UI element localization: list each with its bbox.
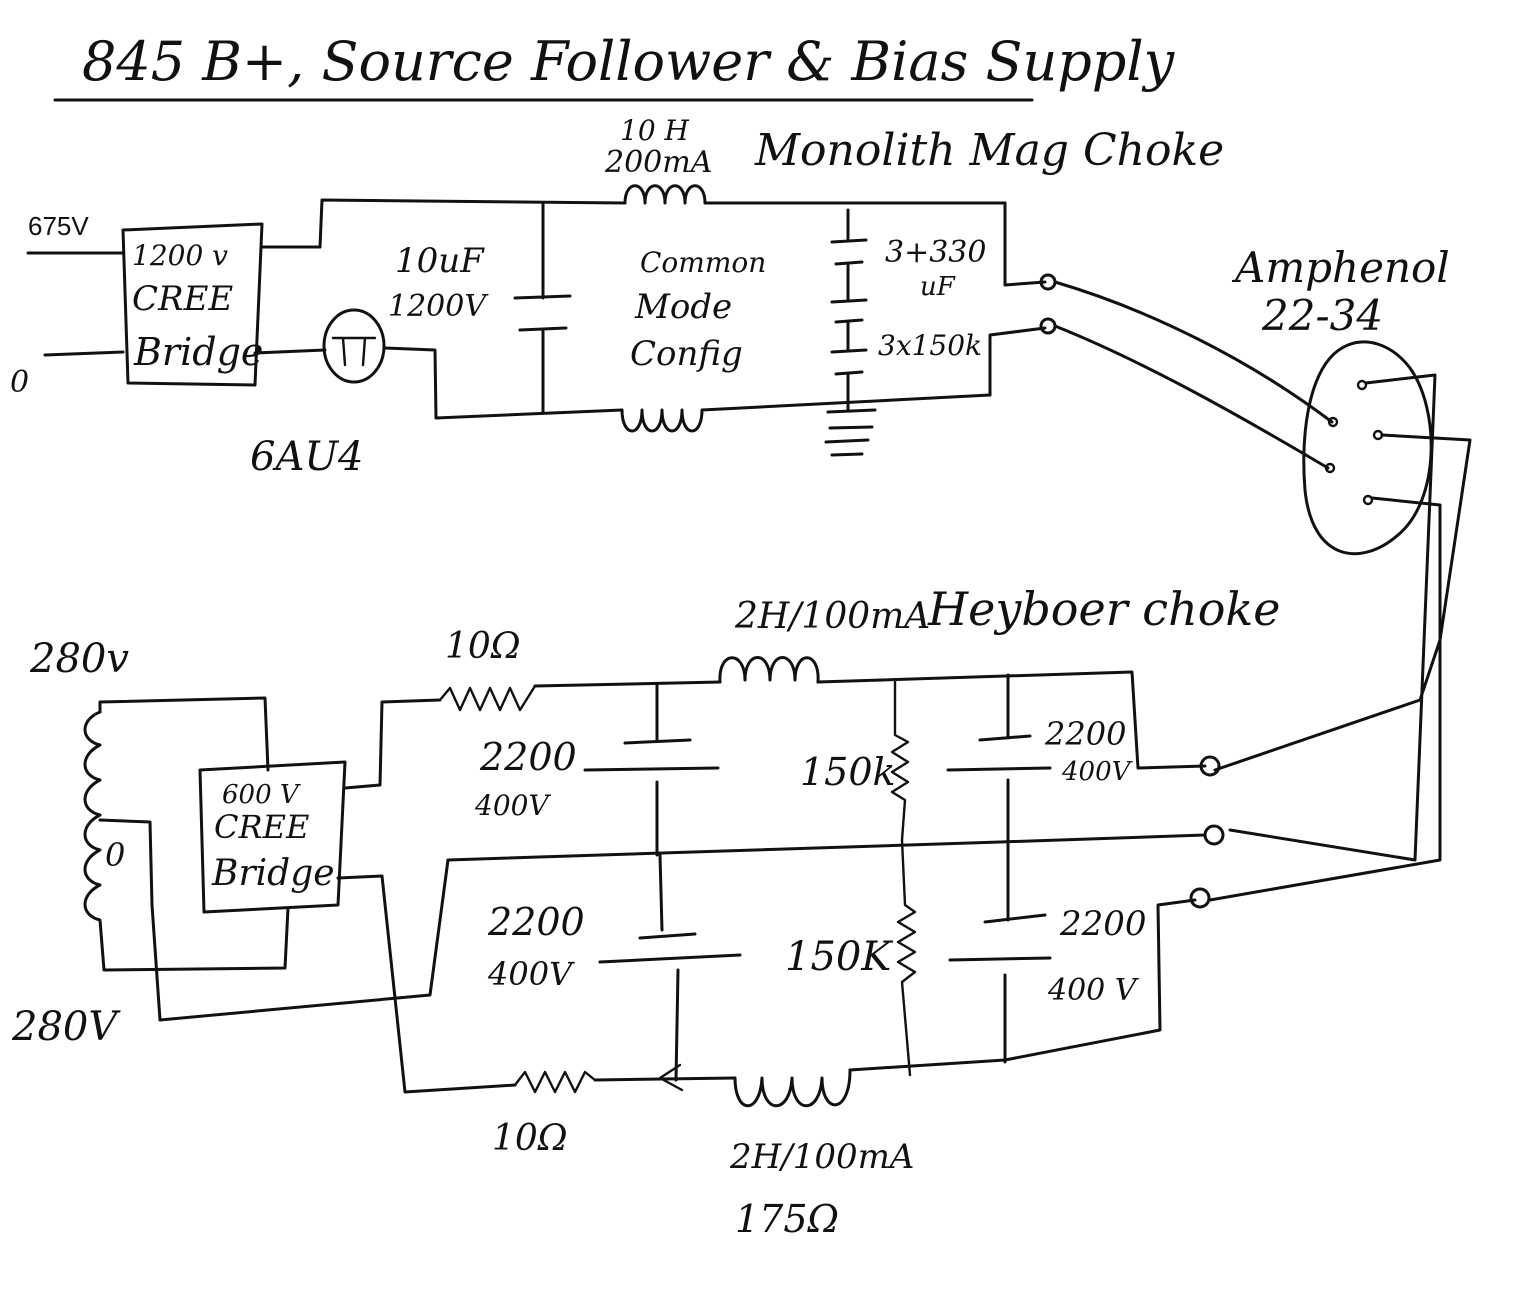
- hv-choke-bottom-winding: [620, 393, 992, 433]
- bias-bridge-brand: CREE: [214, 808, 309, 846]
- hv-filter-capacitor: [513, 201, 572, 414]
- hv-cable-to-connector: [1053, 280, 1334, 470]
- bias-choke-top-description: Heyboer choke: [927, 582, 1280, 636]
- bias-tx-center-label: 0: [105, 836, 125, 874]
- connector-bias-wires: [1208, 373, 1472, 902]
- bias-output-terminal-top: [1199, 755, 1221, 777]
- bias-cap-bl-value: 2200: [487, 900, 585, 944]
- hv-capacitor-bank: [824, 208, 877, 457]
- bias-r-top-label: 10Ω: [445, 626, 521, 667]
- bias-resistor-bottom: [513, 1063, 684, 1094]
- hv-choke-inductance: 10 H: [620, 114, 690, 147]
- amphenol-connector: [1302, 340, 1433, 556]
- tube-6au4: [322, 308, 386, 384]
- hv-choke-config-line2: Mode: [634, 287, 732, 327]
- bias-choke-bottom-rating: 2H/100mA: [729, 1137, 914, 1177]
- bias-choke-bottom-dcr: 175Ω: [735, 1197, 839, 1241]
- bias-resistor-150k-top: [890, 678, 910, 842]
- hv-output-plus-wire: [1003, 201, 1047, 287]
- bias-transformer-secondary: [83, 696, 450, 1022]
- hv-bleeder-resistors: 3x150k: [878, 329, 982, 362]
- hv-choke-config-line1: Common: [640, 246, 766, 279]
- bias-center-rail: [446, 833, 1207, 862]
- hv-bridge-brand: CREE: [132, 279, 233, 319]
- bias-cap-tr-value: 2200: [1044, 715, 1126, 753]
- bias-cap-bl-voltage: 400V: [487, 955, 575, 993]
- tube-label: 6AU4: [250, 434, 364, 480]
- bias-bridge-rating: 600 V: [222, 780, 301, 810]
- hv-input-zero-wire: [43, 350, 125, 357]
- hv-minus-wire: [253, 346, 624, 420]
- bias-choke-bottom: [733, 1068, 852, 1108]
- bias-output-terminal-center: [1203, 824, 1225, 846]
- bias-res-bottom-label: 150K: [785, 934, 893, 980]
- hv-capbank-value: 3+330: [885, 235, 986, 270]
- hv-input-hot-label: 675V: [28, 211, 89, 241]
- bias-cap-tl-value: 2200: [479, 735, 577, 779]
- bias-choke-top: [718, 656, 820, 684]
- hv-output-terminal-minus: [1039, 317, 1057, 335]
- bias-cap-tr-voltage: 400V: [1061, 757, 1133, 787]
- diagram-title: 845 B+, Source Follower & Bias Supply: [82, 30, 1176, 93]
- bias-bridge-label: Bridge: [211, 853, 335, 894]
- bias-top-rail: [343, 670, 1207, 790]
- bias-capacitor-top-left: [583, 682, 720, 857]
- hv-plus-wire: [260, 198, 627, 249]
- hv-cap-voltage: 1200V: [388, 289, 489, 324]
- hv-choke-config-line3: Config: [630, 334, 743, 374]
- hv-bridge-label: Bridge: [133, 330, 263, 374]
- hv-cap-value: 10uF: [395, 241, 485, 281]
- bias-capacitor-bottom-right: [948, 840, 1052, 1064]
- hv-input-zero-label: 0: [10, 365, 29, 400]
- bias-bridge-rectifier: 600 V CREE Bridge: [198, 760, 347, 914]
- hv-output-minus-wire: [988, 326, 1047, 397]
- bias-tx-top-label: 280v: [29, 636, 129, 682]
- bias-choke-top-rating: 2H/100mA: [734, 596, 930, 637]
- bias-r-bottom-label: 10Ω: [492, 1118, 568, 1159]
- bias-resistor-top: [438, 684, 537, 712]
- hv-capbank-unit: uF: [920, 272, 956, 302]
- hv-choke-description: Monolith Mag Choke: [754, 125, 1224, 176]
- hv-choke-top-winding: [623, 184, 1007, 205]
- bias-capacitor-bottom-left: [598, 853, 742, 1082]
- bias-resistor-150k-bottom: [896, 838, 917, 1077]
- bias-cap-br-value: 2200: [1059, 904, 1147, 944]
- bias-capacitor-top-right: [946, 673, 1052, 844]
- hv-bridge-rating: 1200 v: [132, 239, 228, 272]
- bias-tx-bottom-label: 280V: [11, 1004, 121, 1050]
- bias-output-terminal-bottom: [1189, 887, 1211, 909]
- bias-cap-tl-voltage: 400V: [474, 789, 551, 822]
- bias-cap-br-voltage: 400 V: [1047, 973, 1140, 1008]
- bias-bottom-rail: [336, 874, 1197, 1094]
- connector-name: Amphenol: [1231, 243, 1450, 292]
- bias-res-top-label: 150k: [800, 750, 896, 794]
- connector-model: 22-34: [1261, 291, 1383, 340]
- hv-bridge-rectifier: 1200 v CREE Bridge: [121, 222, 264, 387]
- hv-choke-current: 200mA: [604, 145, 712, 180]
